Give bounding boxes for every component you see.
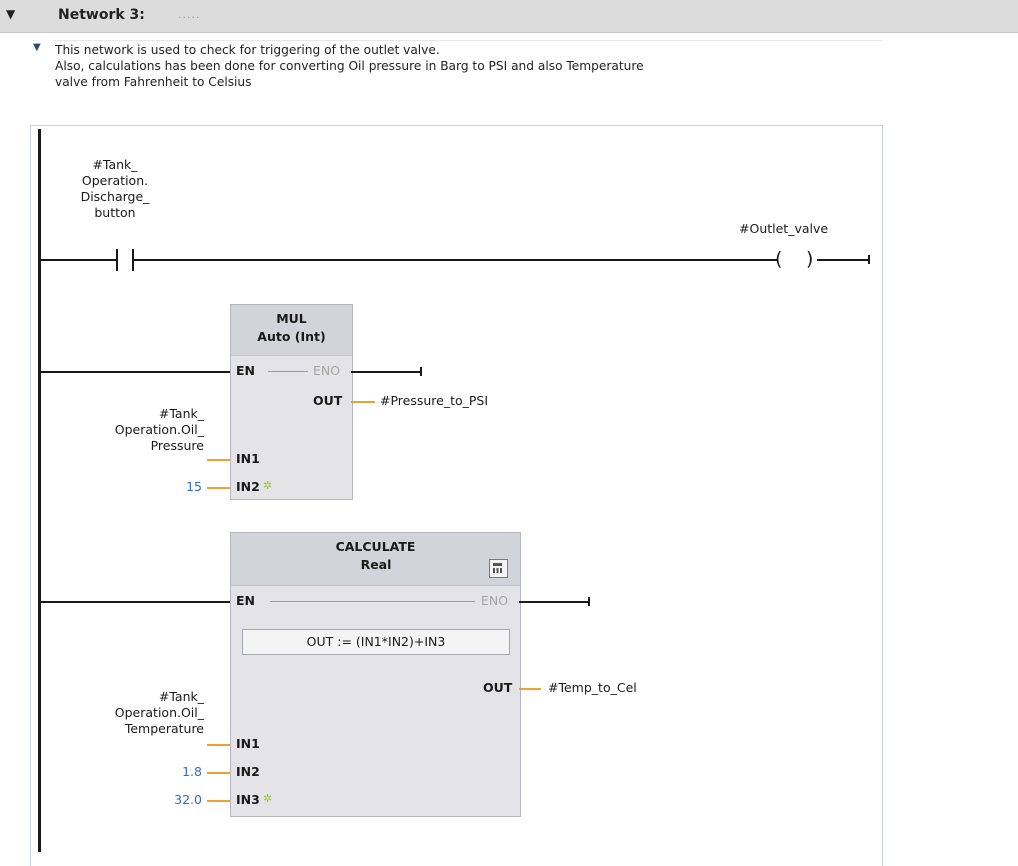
calculate-out-operand[interactable]: #Temp_to_Cel [548,680,637,695]
operand-line: Discharge_ [80,189,150,204]
network-comment[interactable]: This network is used to check for trigge… [55,42,885,90]
data-wire [207,459,230,461]
coil-operand[interactable]: #Outlet_valve [739,221,829,236]
data-wire [207,800,230,802]
add-input-star-icon[interactable]: ✲ [263,479,273,492]
mul-en-pin[interactable]: EN [236,363,256,378]
calculate-internal-line [270,601,475,602]
calculate-title: CALCULATE [335,539,416,554]
mul-header [231,305,352,356]
calculate-in1-pin[interactable]: IN1 [236,736,260,751]
calculator-icon[interactable] [489,559,508,578]
calculate-header [231,533,520,586]
mul-in1-operand[interactable]: #Tank_ Operation.Oil_ Pressure [60,406,204,454]
ladder-network-area[interactable] [30,125,883,866]
operand-line: Operation. [81,173,149,188]
operand-line: #Tank_ [92,157,138,172]
data-wire [519,688,541,690]
collapse-comment-icon[interactable]: ▼ [33,42,41,53]
calculate-in2-pin[interactable]: IN2 [236,764,260,779]
rung-end [868,255,870,264]
mul-box[interactable]: MUL Auto (Int) [230,304,353,500]
operand-line: button [94,205,136,220]
add-input-star-icon[interactable]: ✲ [263,792,273,805]
operand-line: #Tank_ [158,689,204,704]
operand-line: Pressure [150,438,204,453]
operand-line: Operation.Oil_ [114,705,204,720]
data-wire [207,772,230,774]
mul-eno-pin[interactable]: ENO [313,363,341,378]
calculate-type[interactable]: Real [360,557,392,572]
mul-in1-pin[interactable]: IN1 [236,451,260,466]
wire [351,371,421,373]
data-wire [207,744,230,746]
operand-line: Temperature [124,721,204,736]
rung-end [588,597,590,606]
operand-line: Operation.Oil_ [114,422,204,437]
mul-in2-pin[interactable]: IN2 [236,479,260,494]
mul-internal-line [268,371,308,372]
wire [519,601,589,603]
wire [40,259,116,261]
comment-line: This network is used to check for trigge… [55,43,440,57]
data-wire [207,487,230,489]
calculate-expression[interactable]: OUT := (IN1*IN2)+IN3 [242,629,510,655]
mul-out-pin[interactable]: OUT [313,393,343,408]
power-rail [38,129,41,852]
no-contact-right[interactable] [132,249,134,271]
calculate-in2-value[interactable]: 1.8 [182,764,202,779]
mul-type[interactable]: Auto (Int) [257,329,326,344]
network-title[interactable]: Network 3: [58,7,145,23]
mul-out-operand[interactable]: #Pressure_to_PSI [380,393,489,408]
calculate-en-pin[interactable]: EN [236,593,256,608]
contact-operand[interactable]: #Tank_ Operation. Discharge_ button [60,157,170,221]
rung-end [420,367,422,376]
calculate-eno-pin[interactable]: ENO [481,593,509,608]
wire [40,601,230,603]
calculate-in3-pin[interactable]: IN3 [236,792,260,807]
network-title-placeholder[interactable]: ..... [178,8,201,21]
coil-right-paren[interactable]: ) [806,248,814,270]
mul-title: MUL [276,311,307,326]
wire [40,371,230,373]
operand-line: #Tank_ [158,406,204,421]
wire [817,259,869,261]
calculate-in3-value[interactable]: 32.0 [174,792,202,807]
calculate-box[interactable]: CALCULATE Real OUT := (IN1*IN2)+IN3 [230,532,521,817]
calculate-in1-operand[interactable]: #Tank_ Operation.Oil_ Temperature [60,689,204,737]
comment-divider [53,40,882,41]
data-wire [351,401,375,403]
comment-line: Also, calculations has been done for con… [55,59,644,73]
collapse-network-icon[interactable]: ▼ [6,7,16,21]
comment-line: valve from Fahrenheit to Celsius [55,75,252,89]
network-header[interactable]: ▼ Network 3: ..... [0,0,1018,33]
wire [134,259,777,261]
no-contact-left[interactable] [116,249,118,271]
coil-left-paren[interactable]: ( [775,248,783,270]
mul-in2-value[interactable]: 15 [186,479,202,494]
calculate-out-pin[interactable]: OUT [483,680,513,695]
